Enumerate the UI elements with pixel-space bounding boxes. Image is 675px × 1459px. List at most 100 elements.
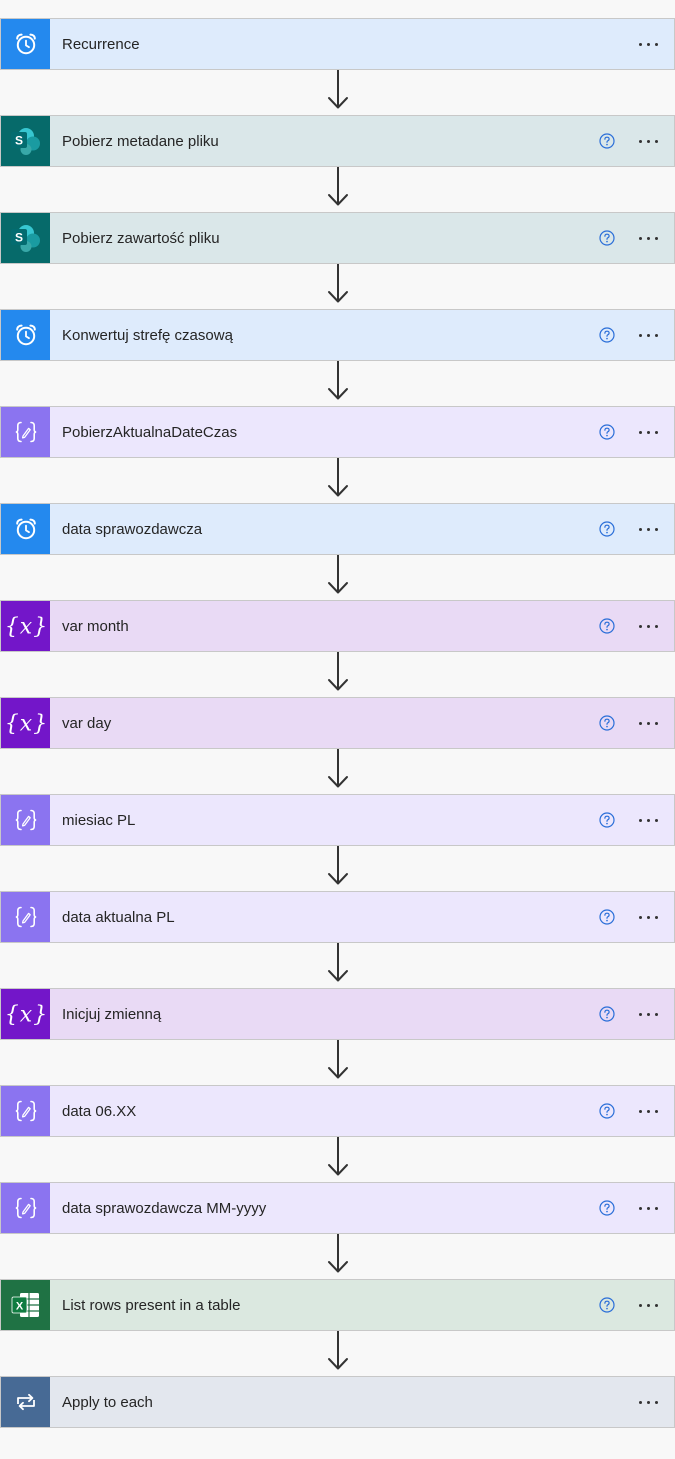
step-title[interactable]: Apply to each <box>62 1393 153 1411</box>
more-options-icon[interactable] <box>635 907 661 927</box>
help-icon[interactable] <box>599 230 615 246</box>
down-arrow-icon <box>328 652 348 691</box>
help-icon[interactable] <box>599 327 615 343</box>
step-title[interactable]: PobierzAktualnaDateCzas <box>62 423 238 441</box>
more-options-icon[interactable] <box>635 131 661 151</box>
connector-arrow <box>0 264 675 309</box>
flow-step-card[interactable]: data aktualna PL <box>0 891 675 943</box>
more-options-icon[interactable] <box>635 1198 661 1218</box>
help-icon[interactable] <box>599 715 615 731</box>
step-title[interactable]: data 06.XX <box>62 1102 137 1120</box>
connector-arrow <box>0 70 675 115</box>
more-options-icon[interactable] <box>635 616 661 636</box>
step-title[interactable]: Recurrence <box>62 35 140 53</box>
flow-step-card[interactable]: data sprawozdawcza MM-yyyy <box>0 1182 675 1234</box>
flow-step-card[interactable]: S Pobierz metadane pliku <box>0 115 675 167</box>
flow-step-card[interactable]: data sprawozdawcza <box>0 503 675 555</box>
help-icon[interactable] <box>599 812 615 828</box>
step-title[interactable]: data sprawozdawcza MM-yyyy <box>62 1199 267 1217</box>
more-options-icon[interactable] <box>635 1295 661 1315</box>
step-title[interactable]: miesiac PL <box>62 811 136 829</box>
connector-arrow <box>0 1137 675 1182</box>
more-options-icon[interactable] <box>635 519 661 539</box>
data-operation-icon <box>1 795 50 845</box>
more-options-icon[interactable] <box>635 325 661 345</box>
flow-step-card[interactable]: Apply to each <box>0 1376 675 1428</box>
connector-arrow <box>0 943 675 988</box>
flow-step-card[interactable]: data 06.XX <box>0 1085 675 1137</box>
help-icon[interactable] <box>599 424 615 440</box>
alarm-clock-icon <box>1 310 50 360</box>
help-icon[interactable] <box>599 1103 615 1119</box>
step-title[interactable]: data sprawozdawcza <box>62 520 203 538</box>
variable-icon: {x} <box>1 601 50 651</box>
step-title[interactable]: Pobierz zawartość pliku <box>62 229 220 247</box>
help-icon[interactable] <box>599 521 615 537</box>
help-icon[interactable] <box>599 133 615 149</box>
flow-step-card[interactable]: S Pobierz zawartość pliku <box>0 212 675 264</box>
step-title[interactable]: List rows present in a table <box>62 1296 241 1314</box>
down-arrow-icon <box>328 555 348 594</box>
sharepoint-icon: S <box>1 116 50 166</box>
alarm-clock-icon <box>1 504 50 554</box>
help-icon[interactable] <box>599 1297 615 1313</box>
down-arrow-icon <box>328 943 348 982</box>
down-arrow-icon <box>328 458 348 497</box>
connector-arrow <box>0 458 675 503</box>
flow-step-card[interactable]: miesiac PL <box>0 794 675 846</box>
connector-arrow <box>0 652 675 697</box>
step-title[interactable]: var day <box>62 714 112 732</box>
down-arrow-icon <box>328 1331 348 1370</box>
down-arrow-icon <box>328 70 348 109</box>
down-arrow-icon <box>328 749 348 788</box>
more-options-icon[interactable] <box>635 1004 661 1024</box>
down-arrow-icon <box>328 1137 348 1176</box>
more-options-icon[interactable] <box>635 228 661 248</box>
more-options-icon[interactable] <box>635 422 661 442</box>
step-title[interactable]: Pobierz metadane pliku <box>62 132 219 150</box>
loop-icon <box>1 1377 50 1427</box>
more-options-icon[interactable] <box>635 810 661 830</box>
connector-arrow <box>0 361 675 406</box>
help-icon[interactable] <box>599 1200 615 1216</box>
data-operation-icon <box>1 892 50 942</box>
data-operation-icon <box>1 1086 50 1136</box>
help-icon[interactable] <box>599 909 615 925</box>
sharepoint-icon: S <box>1 213 50 263</box>
more-options-icon[interactable] <box>635 1101 661 1121</box>
svg-text:{x}: {x} <box>6 712 46 737</box>
flow-step-card[interactable]: Recurrence <box>0 18 675 70</box>
flow-step-card[interactable]: Konwertuj strefę czasową <box>0 309 675 361</box>
more-options-icon[interactable] <box>635 1392 661 1412</box>
svg-text:S: S <box>14 231 22 245</box>
down-arrow-icon <box>328 167 348 206</box>
step-title[interactable]: var month <box>62 617 129 635</box>
flow-step-card[interactable]: {x} var month <box>0 600 675 652</box>
alarm-clock-icon <box>1 19 50 69</box>
connector-arrow <box>0 1234 675 1279</box>
down-arrow-icon <box>328 846 348 885</box>
variable-icon: {x} <box>1 989 50 1039</box>
flow-step-card[interactable]: PobierzAktualnaDateCzas <box>0 406 675 458</box>
step-title[interactable]: Konwertuj strefę czasową <box>62 326 233 344</box>
connector-arrow <box>0 749 675 794</box>
help-icon[interactable] <box>599 1006 615 1022</box>
flow-step-card[interactable]: {x} Inicjuj zmienną <box>0 988 675 1040</box>
connector-arrow <box>0 846 675 891</box>
variable-icon: {x} <box>1 698 50 748</box>
data-operation-icon <box>1 1183 50 1233</box>
step-title[interactable]: data aktualna PL <box>62 908 175 926</box>
more-options-icon[interactable] <box>635 34 661 54</box>
connector-arrow <box>0 167 675 212</box>
more-options-icon[interactable] <box>635 713 661 733</box>
step-title[interactable]: Inicjuj zmienną <box>62 1005 162 1023</box>
down-arrow-icon <box>328 1040 348 1079</box>
connector-arrow <box>0 1331 675 1376</box>
help-icon[interactable] <box>599 618 615 634</box>
svg-text:{x}: {x} <box>6 615 46 640</box>
svg-text:{x}: {x} <box>6 1003 46 1028</box>
flow-step-card[interactable]: {x} var day <box>0 697 675 749</box>
svg-text:S: S <box>14 134 22 148</box>
